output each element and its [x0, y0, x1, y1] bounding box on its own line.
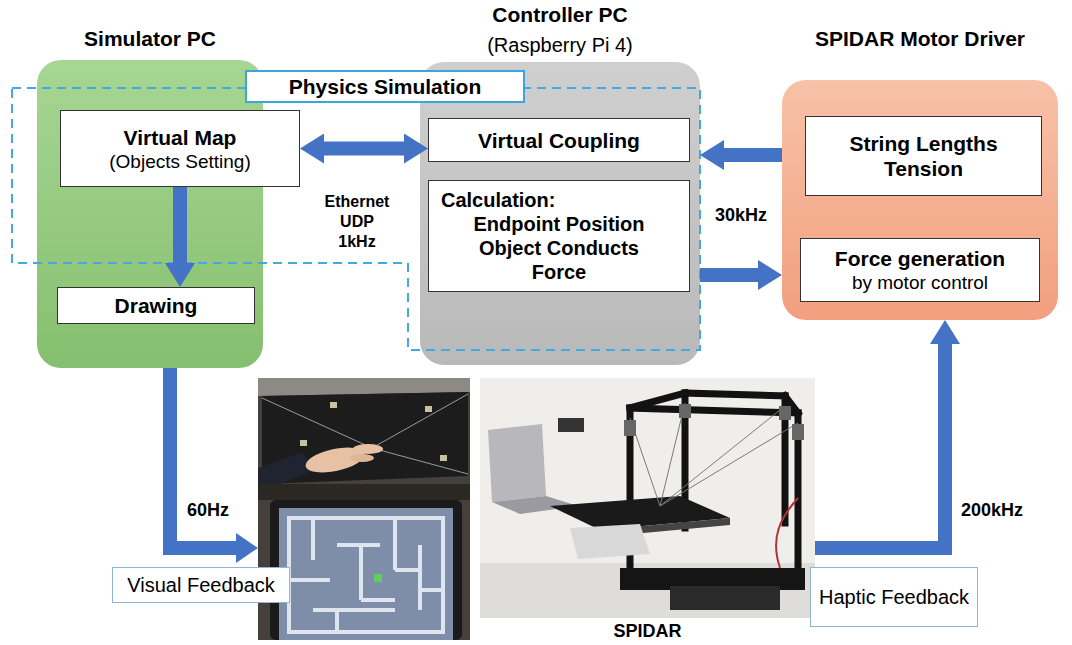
process-box: Virtual Map(Objects Setting): [60, 110, 300, 187]
process-box: Virtual Coupling: [428, 118, 690, 162]
box-label: SPIDAR: [613, 621, 681, 641]
driver-panel: SPIDAR Motor DriverString Lengths Tensio…: [782, 80, 1058, 320]
visual-feedback-arrow: [170, 368, 258, 563]
box-sublabel: (Objects Setting): [109, 150, 251, 173]
rate-label: 200kHz: [961, 499, 1023, 521]
device-photo: SPIDAR: [480, 378, 815, 641]
spidar-photo: [480, 378, 815, 618]
box-label: Force generation: [835, 246, 1005, 271]
rate-label: Ethernet UDP 1kHz: [325, 192, 390, 252]
panel-title: Controller PC: [420, 0, 700, 30]
feedback-box: Visual Feedback: [112, 567, 290, 603]
flow-arrow: [173, 187, 187, 263]
process-box: Calculation:Endpoint Position Object Con…: [428, 180, 690, 292]
group-title-box: Physics Simulation: [245, 70, 525, 103]
flow-arrow: [724, 148, 782, 162]
box-label: Virtual Coupling: [478, 128, 640, 153]
rate-label: 60Hz: [187, 499, 229, 521]
panel-title: SPIDAR Motor Driver: [782, 26, 1058, 52]
process-box: String Lengths Tension: [805, 116, 1042, 196]
flow-arrow: [324, 142, 404, 156]
pc-panel: Simulator PCVirtual Map(Objects Setting)…: [37, 60, 263, 368]
rate-label: 30kHz: [715, 204, 767, 226]
box-sublabel: Endpoint Position Object Conducts Force: [459, 212, 659, 284]
box-label: Virtual Map: [124, 125, 237, 150]
box-label: Drawing: [115, 293, 198, 318]
dashed-outline: [12, 88, 700, 350]
box-label: Calculation:: [441, 188, 555, 212]
box-label: String Lengths Tension: [814, 131, 1033, 181]
pc-panel: Controller PC(Raspberry Pi 4)Virtual Cou…: [420, 62, 700, 365]
panel-subtitle: (Raspberry Pi 4): [420, 30, 700, 60]
box-label: Physics Simulation: [289, 74, 482, 99]
flow-arrow: [815, 344, 945, 548]
process-box: Drawing: [57, 287, 255, 324]
panel-title: Simulator PC: [37, 26, 263, 52]
feedback-box: Haptic Feedback: [810, 567, 978, 627]
box-sublabel: by motor control: [852, 271, 988, 294]
process-box: Force generationby motor control: [800, 238, 1040, 302]
box-label: Haptic Feedback: [819, 585, 969, 609]
box-label: Visual Feedback: [127, 573, 275, 597]
flow-arrow: [700, 268, 758, 282]
